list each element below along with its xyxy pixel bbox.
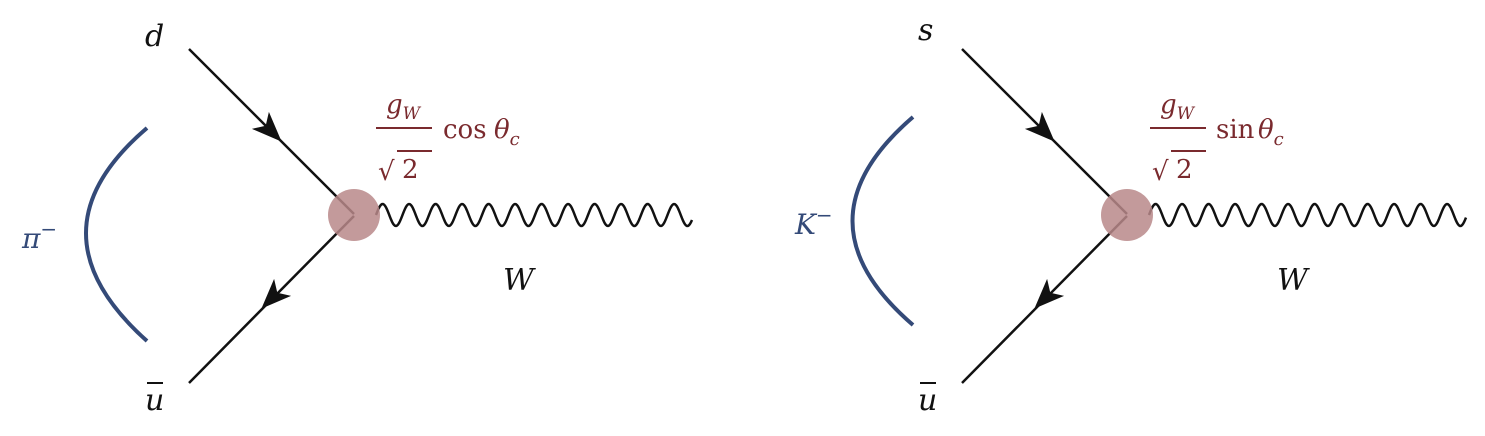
theta: θ [494, 115, 510, 145]
theta-sub: c [1274, 129, 1284, 150]
sqrt-sign: √ [378, 157, 395, 187]
sqrt-sign: √ [1152, 157, 1169, 187]
coupling-constant: gW √ 2 cos θc [376, 90, 520, 187]
w-boson-line [374, 202, 694, 228]
w-boson-label: W [1277, 263, 1310, 298]
coupling-g: g [1160, 90, 1177, 120]
svg-text:√: √ [1152, 157, 1169, 187]
meson-label: π− [21, 217, 57, 255]
incoming-quark-label: d [145, 19, 164, 54]
vertex-blob [328, 189, 380, 241]
meson-bracket [850, 115, 915, 327]
fermion-arrows [251, 111, 1065, 309]
svg-text:gW: gW [1160, 90, 1196, 124]
w-boson-line [1147, 202, 1468, 228]
vertex-blob [1101, 189, 1153, 241]
antiquark-arrow [261, 278, 292, 309]
antiquark-arrow [1034, 278, 1065, 309]
svg-text:gW: gW [386, 90, 422, 124]
trig-func: cos [443, 115, 487, 145]
quark-arrow [251, 111, 282, 142]
antiquark-label: u [918, 383, 937, 418]
antiquark-label: u [145, 383, 164, 418]
svg-text:θc: θc [1258, 115, 1284, 150]
quark-arrow [1024, 111, 1055, 142]
meson-label: K− [794, 203, 833, 241]
diagram-pion: d u π− W gW √ 2 cos θc [21, 19, 694, 418]
coupling-g-sub: W [1177, 104, 1196, 124]
diagram-kaon: s u K− W gW √ 2 sin θc [794, 13, 1468, 418]
sqrt-two: 2 [1176, 155, 1193, 185]
coupling-g-sub: W [403, 104, 422, 124]
trig-func: sin [1216, 115, 1255, 145]
theta-sub: c [510, 129, 520, 150]
theta: θ [1258, 115, 1274, 145]
coupling-g: g [386, 90, 403, 120]
coupling-constant: gW √ 2 sin θc [1150, 90, 1284, 187]
meson-charge: − [40, 217, 57, 241]
meson-charge: − [816, 203, 833, 227]
svg-text:θc: θc [494, 115, 520, 150]
w-boson-label: W [503, 263, 536, 298]
sqrt-two: 2 [402, 155, 419, 185]
incoming-quark-label: s [918, 13, 933, 48]
svg-text:√: √ [378, 157, 395, 187]
meson-bracket [84, 126, 149, 343]
